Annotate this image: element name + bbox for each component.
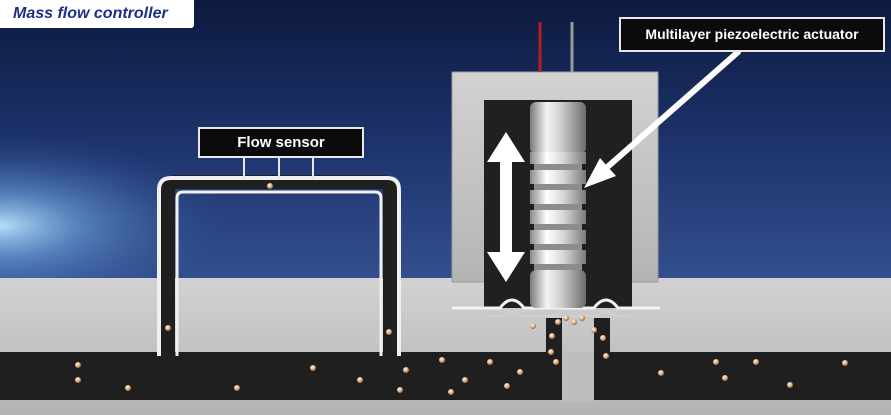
gas-particle xyxy=(165,325,171,331)
actuator-layer xyxy=(530,152,586,164)
gas-particle xyxy=(722,375,728,381)
gas-particle xyxy=(549,333,555,339)
actuator-layer xyxy=(534,204,582,210)
main-flow-channel xyxy=(0,352,891,400)
gas-particle xyxy=(600,335,606,341)
bypass-tube-channel xyxy=(161,175,397,356)
flow-sensor-label: Flow sensor xyxy=(198,127,364,158)
gas-particle xyxy=(563,315,569,321)
gas-particle xyxy=(504,383,510,389)
gas-particle xyxy=(571,319,577,325)
gas-particle xyxy=(591,327,597,333)
bypass-inlet-slot-left xyxy=(161,278,175,358)
valve-diaphragm-lower xyxy=(486,310,630,317)
double-headed-vertical-arrow-icon xyxy=(487,132,525,282)
actuator-layer xyxy=(530,210,586,224)
gas-particle xyxy=(125,385,131,391)
gas-particle xyxy=(448,389,454,395)
gas-particle xyxy=(548,349,554,355)
gas-particle xyxy=(403,367,409,373)
gas-particle xyxy=(386,329,392,335)
piezo-actuator-stack xyxy=(530,102,586,308)
actuator-layer xyxy=(534,244,582,250)
actuator-cap xyxy=(530,102,586,154)
title-box: Mass flow controller xyxy=(0,0,194,28)
actuator-layer xyxy=(530,170,586,184)
diagram-title: Mass flow controller xyxy=(13,5,168,22)
gas-particle xyxy=(487,359,493,365)
pointer-arrow-icon xyxy=(584,49,741,188)
gas-particle xyxy=(579,315,585,321)
gas-particle xyxy=(462,377,468,383)
gas-particle xyxy=(357,377,363,383)
gas-particle xyxy=(267,183,273,189)
sensor-tube-inner xyxy=(175,190,383,356)
gas-particle xyxy=(517,369,523,375)
gas-particle xyxy=(555,319,561,325)
actuator-layer xyxy=(534,184,582,190)
gas-particle xyxy=(75,362,81,368)
actuator-layer xyxy=(534,164,582,170)
gas-particle xyxy=(530,323,536,329)
actuator-label: Multilayer piezoelectric actuator xyxy=(619,17,885,52)
gas-particle xyxy=(713,359,719,365)
gas-particle xyxy=(842,360,848,366)
actuator-layer xyxy=(534,264,582,270)
actuator-layer xyxy=(530,250,586,264)
actuator-layer xyxy=(530,230,586,244)
gas-particle xyxy=(75,377,81,383)
actuator-layer xyxy=(530,190,586,204)
actuator-layer xyxy=(534,224,582,230)
actuator-base xyxy=(530,270,586,308)
gas-particle xyxy=(787,382,793,388)
bypass-inlet-slot-right xyxy=(383,278,397,358)
gas-particle xyxy=(397,387,403,393)
gas-particle xyxy=(603,353,609,359)
gas-particles xyxy=(75,183,848,395)
gas-particle xyxy=(439,357,445,363)
gas-particle xyxy=(234,385,240,391)
gas-particle xyxy=(553,359,559,365)
channel-wall-divider xyxy=(562,352,594,402)
gas-particle xyxy=(753,359,759,365)
gas-particle xyxy=(658,370,664,376)
gas-particle xyxy=(310,365,316,371)
